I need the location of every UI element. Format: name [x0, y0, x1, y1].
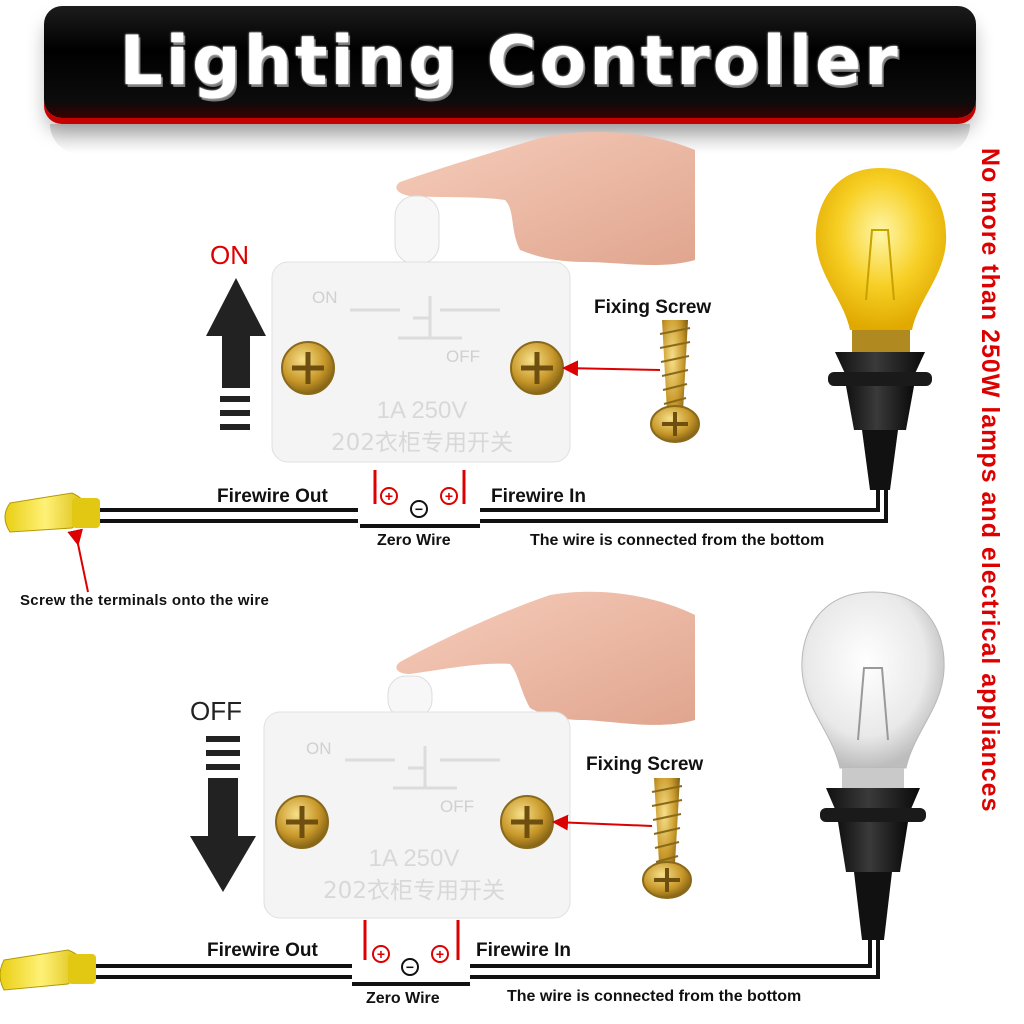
screw-head-right-icon	[500, 795, 554, 849]
firewire-out-label: Firewire Out	[207, 940, 318, 961]
switch-rating: 1A 250V	[369, 845, 460, 872]
bottom-panel: + − + ON OFF 1A 250V 202衣柜专用开关	[0, 591, 945, 991]
title-banner: Lighting Controller	[44, 6, 976, 118]
zero-wire-label: Zero Wire	[377, 532, 451, 549]
fixing-screw-label: Fixing Screw	[594, 297, 712, 318]
switch-on-mark: ON	[306, 739, 332, 758]
hand-image	[396, 591, 695, 725]
minus-symbol: −	[406, 959, 414, 975]
arrow-up-icon	[206, 278, 266, 430]
switch-plunger	[394, 195, 440, 265]
switch-off-mark: OFF	[446, 347, 480, 366]
switch-on-mark: ON	[312, 288, 338, 307]
plus-symbol: +	[385, 488, 393, 504]
plus-symbol: +	[445, 488, 453, 504]
screw-head-left-icon	[275, 795, 329, 849]
screw-head-left-icon	[281, 341, 335, 395]
switch-off-mark: OFF	[440, 797, 474, 816]
polarity-symbols: + − +	[372, 945, 449, 976]
terminal-note: Screw the terminals onto the wire	[20, 592, 270, 609]
page-title: Lighting Controller	[119, 22, 901, 101]
state-off-label: OFF	[190, 696, 242, 726]
bulb-lit-icon	[815, 168, 947, 490]
top-panel: + − + ON OFF 1A 250V 202衣柜专用开关	[4, 131, 947, 593]
fixing-screw-label: Fixing Screw	[586, 754, 704, 775]
polarity-symbols: + − +	[380, 487, 458, 518]
plus-symbol: +	[436, 946, 444, 962]
hand-image	[396, 131, 695, 266]
minus-symbol: −	[415, 501, 423, 517]
fixing-screw-icon	[642, 778, 692, 899]
switch-body	[263, 711, 571, 919]
state-on-label: ON	[210, 240, 249, 270]
firewire-out-label: Firewire Out	[217, 486, 328, 507]
wire-connector-icon	[4, 492, 100, 533]
switch-model: 202衣柜专用开关	[323, 878, 505, 904]
wire-connector-icon	[0, 949, 96, 991]
bulb-unlit-icon	[801, 591, 945, 940]
screw-head-right-icon	[510, 341, 564, 395]
plus-symbol: +	[377, 946, 385, 962]
firewire-in-label: Firewire In	[476, 940, 572, 961]
switch-model: 202衣柜专用开关	[331, 430, 513, 456]
firewire-in-label: Firewire In	[491, 486, 587, 507]
switch-rating: 1A 250V	[377, 397, 468, 424]
bottom-connection-note: The wire is connected from the bottom	[507, 988, 802, 1005]
zero-wire-label: Zero Wire	[366, 990, 440, 1007]
fixing-screw-icon	[650, 320, 700, 443]
arrow-down-icon	[190, 736, 256, 892]
bottom-connection-note: The wire is connected from the bottom	[530, 532, 825, 549]
